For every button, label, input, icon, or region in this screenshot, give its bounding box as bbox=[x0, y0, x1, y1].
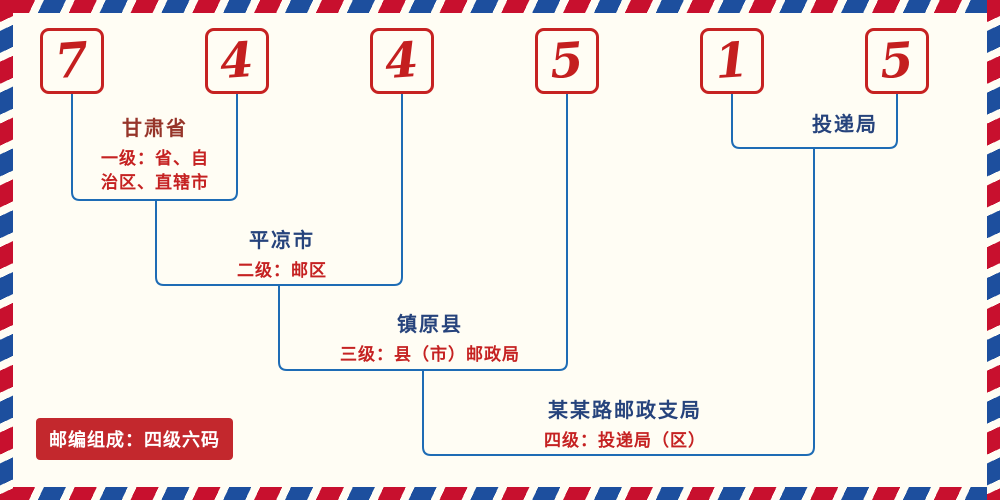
label-level4: 某某路邮政支局 四级：投递局（区） bbox=[544, 394, 706, 454]
digit-box-1: 7 bbox=[40, 28, 104, 94]
level1-desc-line2: 治区、直辖市 bbox=[101, 172, 209, 193]
level4-title: 某某路邮政支局 bbox=[548, 398, 702, 422]
digit-box-4: 5 bbox=[535, 28, 599, 94]
digit-5: 1 bbox=[713, 31, 751, 91]
label-delivery-office: 投递局 bbox=[812, 108, 878, 137]
level4-desc: 四级：投递局（区） bbox=[544, 431, 706, 451]
level2-title: 平凉市 bbox=[249, 228, 315, 252]
level2-desc: 二级：邮区 bbox=[237, 261, 327, 281]
digit-4: 5 bbox=[548, 31, 586, 91]
digit-box-2: 4 bbox=[205, 28, 269, 94]
label-level2: 平凉市 二级：邮区 bbox=[237, 224, 327, 284]
digit-box-5: 1 bbox=[700, 28, 764, 94]
composition-badge: 邮编组成：四级六码 bbox=[36, 418, 233, 460]
digit-6: 5 bbox=[878, 31, 916, 91]
digit-2: 4 bbox=[218, 31, 256, 91]
digit-box-3: 4 bbox=[370, 28, 434, 94]
digit-box-6: 5 bbox=[865, 28, 929, 94]
label-level1: 甘肃省 一级：省、自 治区、直辖市 bbox=[101, 112, 209, 196]
level1-title: 甘肃省 bbox=[122, 116, 188, 140]
digit-1: 7 bbox=[53, 31, 91, 91]
delivery-office-title: 投递局 bbox=[812, 112, 878, 136]
airmail-border-right bbox=[987, 0, 1000, 500]
airmail-border-left bbox=[0, 0, 13, 500]
level3-title: 镇原县 bbox=[397, 312, 463, 336]
airmail-border-bottom bbox=[13, 487, 987, 500]
label-level3: 镇原县 三级：县（市）邮政局 bbox=[340, 308, 520, 368]
airmail-border-top bbox=[13, 0, 987, 13]
level1-desc: 一级：省、自 治区、直辖市 bbox=[101, 148, 209, 196]
level3-desc: 三级：县（市）邮政局 bbox=[340, 345, 520, 365]
digit-3: 4 bbox=[383, 31, 421, 91]
level1-desc-line1: 一级：省、自 bbox=[101, 149, 209, 169]
